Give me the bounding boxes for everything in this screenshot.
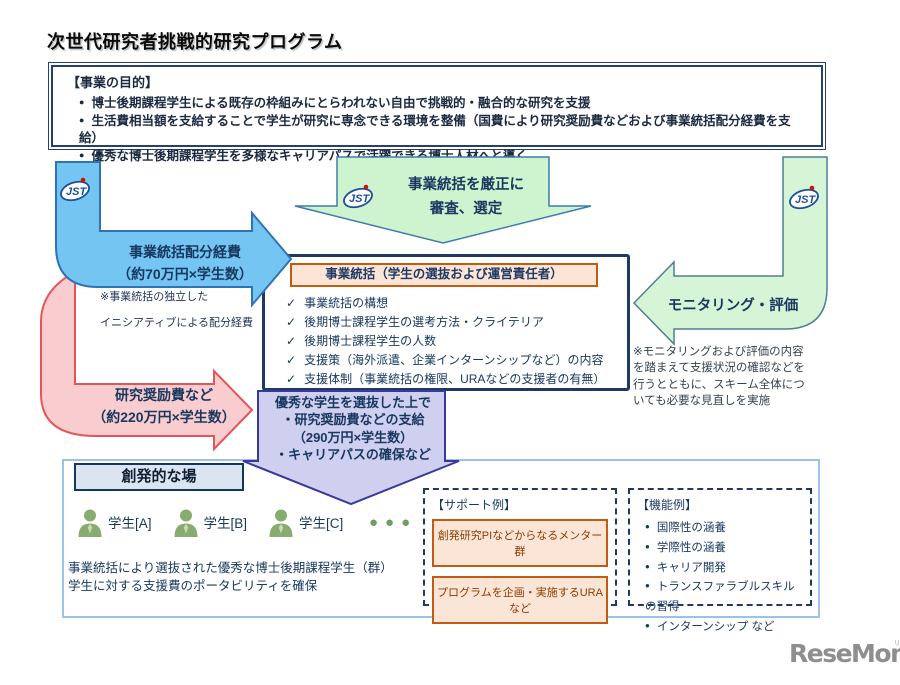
resemom-logo: リセマム ReseMom. [789,639,900,668]
support-example-item: 創発研究PIなどからなるメンター群 [432,519,608,567]
check-icon: ✓ [286,296,297,310]
student-label: 学生[B] [203,516,248,531]
supervisor-box: 事業統括（学生の選抜および運営責任者） ✓事業統括の構想 ✓後期博士課程学生の選… [262,254,630,391]
function-example-item: 学際性の涵養 [645,539,803,559]
screening-arrow-label: 事業統括を厳正に 審査、選定 [408,177,524,217]
more-students-dots: ●●● [369,514,418,531]
support-examples-list: 創発研究PIなどからなるメンター群 プログラムを企画・実施するURAなど [432,519,608,624]
function-examples-box: 【機能例】 国際性の涵養 学際性の涵養 キャリア開発 トランスファラブルスキルの… [628,488,812,633]
student-icon [174,509,198,537]
student-icon [269,509,293,537]
student-item: 学生[A] [77,507,152,537]
purpose-box: 【事業の目的】 博士後期課程学生による既存の枠組みにとらわれない自由で挑戦的・融… [48,62,826,163]
purpose-box-inner: 【事業の目的】 博士後期課程学生による既存の枠組みにとらわれない自由で挑戦的・融… [51,65,823,163]
purpose-bullet: 優秀な博士後期課程学生を多様なキャリアパスで活躍できる博士人材へと導く [79,147,807,165]
supervisor-checklist-item: ✓後期博士課程学生の選考方法・クライテリア [286,315,544,329]
resemom-logo-ruby: リセマム [893,640,900,647]
research-incentive-arrow-label: 研究奨励費など （約220万円×学生数） [92,387,236,426]
resemom-logo-text: ReseMom. [789,639,900,668]
emergent-field-label: 創発的な場 [74,463,244,491]
jst-logo: JST [58,175,92,205]
purpose-heading: 【事業の目的】 [67,75,159,90]
student-item: 学生[C] [268,507,343,537]
function-example-item: キャリア開発 [645,559,803,579]
svg-text:JST: JST [349,193,370,205]
purpose-bullet: 博士後期課程学生による既存の枠組みにとらわれない自由で挑戦的・融合的な研究を支援 [79,94,807,112]
check-icon: ✓ [286,372,297,386]
function-example-item: トランスファラブルスキルの習得 [645,578,803,618]
monitoring-arrow-label: モニタリング・評価 [667,298,799,314]
student-label: 学生[A] [108,516,152,531]
function-example-item: インターンシップ など [645,618,803,638]
support-examples-box: 【サポート例】 創発研究PIなどからなるメンター群 プログラムを企画・実施するU… [423,488,617,624]
emergent-field-caption: 事業統括により選抜された優秀な博士後期課程学生（群） 学生に対する支援費のポータ… [68,561,393,594]
check-icon: ✓ [286,334,297,348]
support-examples-heading: 【サポート例】 [432,498,517,512]
student-selection-arrow-label: 優秀な学生を選抜した上で ・研究奨励費などの支給 （290万円×学生数） ・キャ… [274,395,431,462]
purpose-bullet: 生活費相当額を支給することで学生が研究に専念できる環境を整備（国費により研究奨励… [79,112,807,147]
student-label: 学生[C] [299,516,344,531]
supervisor-checklist-item: ✓後期博士課程学生の人数 [286,334,437,348]
function-examples-list: 国際性の涵養 学際性の涵養 キャリア開発 トランスファラブルスキルの習得 インタ… [645,519,803,638]
function-example-item: 国際性の涵養 [645,519,803,539]
student-icon [78,509,102,537]
svg-text:JST: JST [66,186,87,198]
check-icon: ✓ [286,315,297,329]
supervisor-box-header: 事業統括（学生の選抜および運営責任者） [290,263,598,287]
supervisor-checklist-item: ✓事業統括の構想 [286,296,389,310]
supervisor-checklist-item: ✓支援策（海外派遣、企業インターンシップなど）の内容 [286,353,604,367]
page-title: 次世代研究者挑戦的研究プログラム [47,32,343,52]
jst-logo: JST [787,183,821,213]
monitoring-note: ※モニタリングおよび評価の内容 を踏まえて支援状況の確認などを 行うとともに、ス… [633,346,805,407]
support-example-item: プログラムを企画・実施するURAなど [432,576,608,624]
allocated-funds-arrow-label: 事業統括配分経費 （約70万円×学生数） [117,244,253,283]
emergent-field-box: 創発的な場 学生[A] [62,459,820,633]
students-row: 学生[A] 学生[B] [77,507,364,537]
initiative-note: ※事業統括の独立した イニシアティブによる配分経費 [100,291,254,329]
svg-text:JST: JST [795,194,816,206]
purpose-bullet-list: 博士後期課程学生による既存の枠組みにとらわれない自由で挑戦的・融合的な研究を支援… [67,94,807,165]
jst-logo: JST [341,182,375,212]
student-item: 学生[B] [173,507,248,537]
supervisor-checklist-item: ✓支援体制（事業統括の権限、URAなどの支援者の有無） [286,372,606,386]
function-examples-heading: 【機能例】 [637,498,698,512]
check-icon: ✓ [286,353,297,367]
supervisor-checklist: ✓事業統括の構想 ✓後期博士課程学生の選考方法・クライテリア ✓後期博士課程学生… [286,294,605,389]
